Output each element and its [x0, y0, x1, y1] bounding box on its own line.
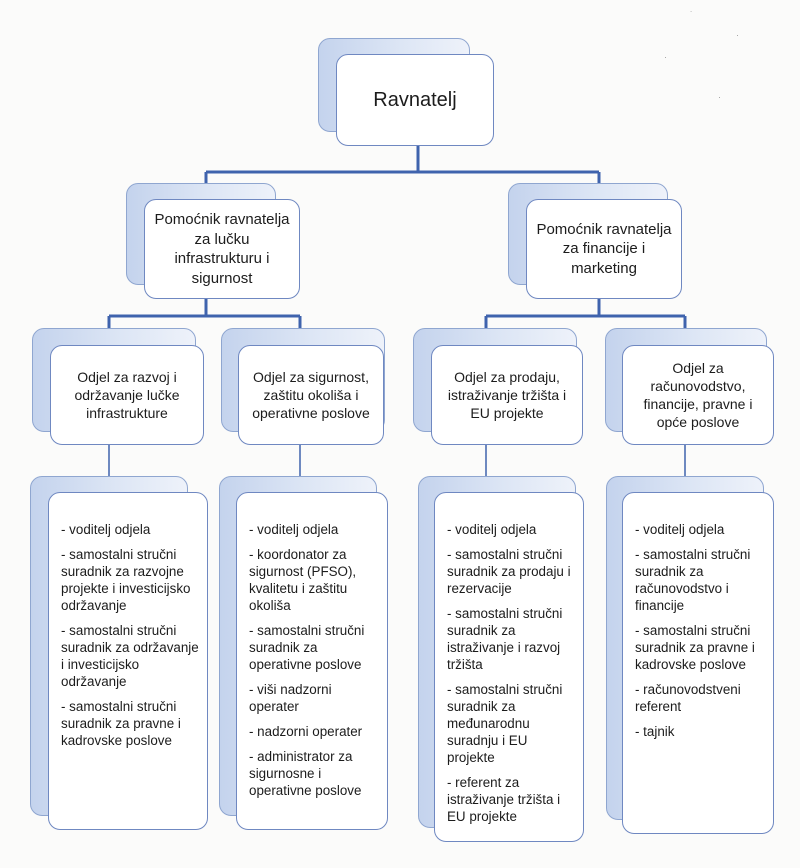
- dept-sales-box: Odjel za prodaju, istraživanje tržišta i…: [431, 345, 583, 445]
- dept-infrastructure-box: Odjel za razvoj i održavanje lučke infra…: [50, 345, 204, 445]
- position-item: - samostalni stručni suradnik za računov…: [635, 547, 751, 614]
- position-item: - viši nadzorni operater: [249, 682, 332, 715]
- dept-sales-positions: - voditelj odjela - samostalni stručni s…: [434, 492, 584, 842]
- position-item: - voditelj odjela: [447, 522, 537, 537]
- position-item: - tajnik: [635, 724, 675, 740]
- position-item: - samostalni stručni suradnik za razvojn…: [61, 547, 191, 614]
- position-item: - voditelj odjela: [249, 522, 339, 537]
- position-item: - koordonator za sigurnost (PFSO), kvali…: [249, 547, 357, 614]
- scan-speck: ·: [718, 92, 721, 102]
- position-item: - voditelj odjela: [635, 522, 725, 537]
- dept-accounting-box: Odjel za računovodstvo, financije, pravn…: [622, 345, 774, 445]
- positions-list: - voditelj odjela - samostalni stručni s…: [49, 521, 207, 749]
- positions-list: - voditelj odjela - samostalni stručni s…: [623, 521, 773, 740]
- director-title: Ravnatelj: [373, 89, 457, 111]
- assistant-finance-label: Pomoćnik ravnatelja za financije i marke…: [536, 220, 672, 277]
- scan-speck: ·: [664, 52, 667, 62]
- assistant-finance-box: Pomoćnik ravnatelja za financije i marke…: [526, 199, 682, 299]
- position-item: - samostalni stručni suradnik za pravne …: [61, 699, 181, 749]
- dept-security-positions: - voditelj odjela - koordonator za sigur…: [236, 492, 388, 830]
- position-item: - samostalni stručni suradnik za prodaju…: [447, 547, 571, 597]
- director-box: Ravnatelj: [336, 54, 494, 146]
- dept-infrastructure-positions: - voditelj odjela - samostalni stručni s…: [48, 492, 208, 830]
- dept-accounting-label: Odjel za računovodstvo, financije, pravn…: [643, 359, 753, 431]
- position-item: - nadzorni operater: [249, 724, 363, 740]
- position-item: - samostalni stručni suradnik za pravne …: [635, 623, 755, 673]
- dept-sales-label: Odjel za prodaju, istraživanje tržišta i…: [447, 368, 567, 422]
- dept-accounting-positions: - voditelj odjela - samostalni stručni s…: [622, 492, 774, 834]
- dept-security-box: Odjel za sigurnost, zaštitu okoliša i op…: [238, 345, 384, 445]
- position-item: - računovodstveni referent: [635, 682, 741, 715]
- positions-list: - voditelj odjela - samostalni stručni s…: [435, 521, 583, 825]
- assistant-infrastructure-label: Pomoćnik ravnatelja za lučku infrastrukt…: [154, 211, 290, 287]
- position-item: - administrator za sigurnosne i operativ…: [249, 749, 362, 799]
- dept-security-label: Odjel za sigurnost, zaštitu okoliša i op…: [252, 368, 370, 422]
- scan-speck: ˙: [690, 10, 693, 20]
- dept-infrastructure-label: Odjel za razvoj i održavanje lučke infra…: [74, 368, 180, 422]
- position-item: - referent za istraživanje tržišta i EU …: [447, 775, 561, 825]
- position-item: - samostalni stručni suradnik za operati…: [249, 623, 365, 673]
- position-item: - samostalni stručni suradnik za istraži…: [447, 606, 563, 673]
- position-item: - voditelj odjela: [61, 522, 151, 537]
- position-item: - samostalni stručni suradnik za međunar…: [447, 682, 563, 766]
- positions-list: - voditelj odjela - koordonator za sigur…: [237, 521, 387, 799]
- scan-speck: ·: [736, 30, 739, 40]
- position-item: - samostalni stručni suradnik za održava…: [61, 623, 199, 690]
- assistant-infrastructure-box: Pomoćnik ravnatelja za lučku infrastrukt…: [144, 199, 300, 299]
